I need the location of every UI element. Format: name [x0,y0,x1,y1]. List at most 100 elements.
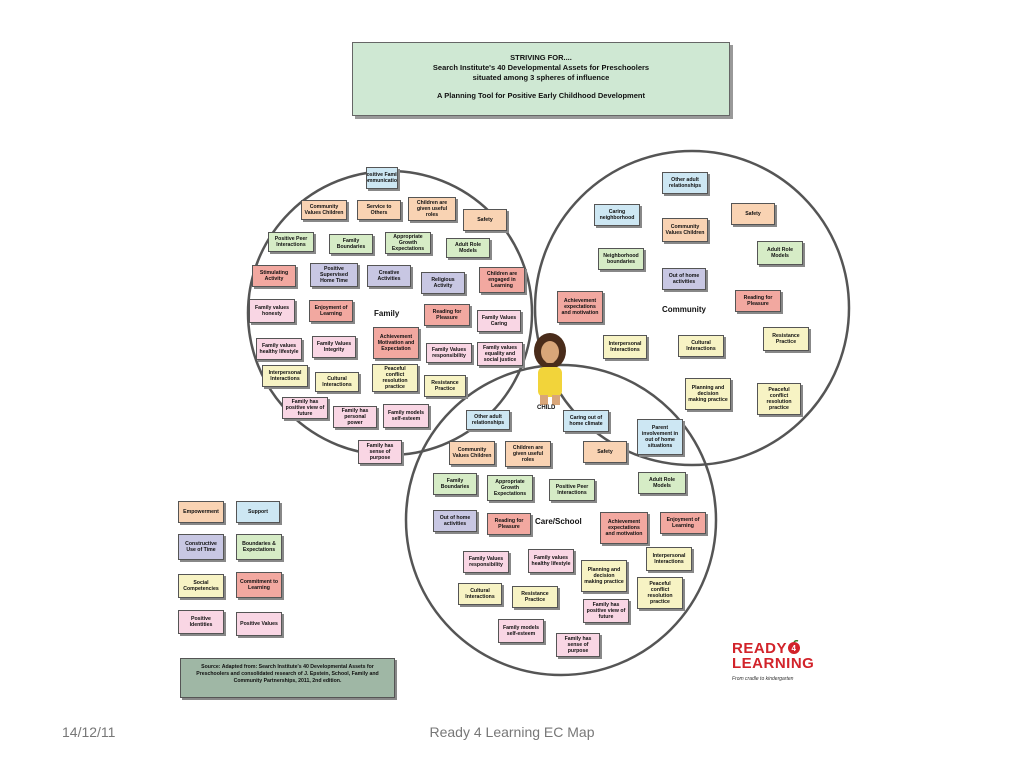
title-line-1: STRIVING FOR.... [510,53,572,62]
legend-asset-box: Boundaries & Expectations [236,534,282,560]
title-line-3: situated among 3 spheres of influence [472,73,610,82]
family-asset-box: Family models self-esteem [383,404,429,428]
family-asset-box: Peaceful conflict resolution practice [372,364,418,392]
care-school-asset-box: Family has positive view of future [583,599,629,623]
title-line-4: A Planning Tool for Positive Early Child… [437,91,645,100]
family-asset-box: Positive Supervised Home Time [310,263,358,287]
legend-asset-box: Commitment to Learning [236,572,282,598]
community-asset-box: Safety [731,203,775,225]
family-asset-box: Service to Others [357,200,401,220]
community-asset-box: Cultural Interactions [678,335,724,357]
community-asset-box: Peaceful conflict resolution practice [757,383,801,415]
care-school-asset-box: Positive Peer Interactions [549,479,595,501]
care-school-asset-box: Children are given useful roles [505,441,551,467]
care-school-asset-box: Interpersonal Interactions [646,547,692,571]
care-school-asset-box: Community Values Children [449,441,495,465]
care-school-asset-box: Cultural Interactions [458,583,502,605]
family-asset-box: Stimulating Activity [252,265,296,287]
care-school-asset-box: Reading for Pleasure [487,513,531,535]
family-asset-box: Family has positive view of future [282,397,328,419]
community-asset-box: Interpersonal Interactions [603,335,647,359]
apple-4-icon: 4 [788,640,800,654]
care-school-asset-box: Out of home activities [433,510,477,532]
family-asset-box: Family Values responsibility [426,343,472,363]
family-asset-box: Family values honesty [249,299,295,323]
family-asset-box: Children are given useful roles [408,197,456,221]
family-asset-box: Community Values Children [301,200,347,220]
care-school-asset-box: Appropriate Growth Expectations [487,475,533,501]
care-school-asset-box: Achievement expectations and motivation [600,512,648,544]
legend-asset-box: Positive Values [236,612,282,636]
source-note: Source: Adapted from: Search Institute's… [180,658,395,698]
family-asset-box: Adult Role Models [446,238,490,258]
community-asset-box: Adult Role Models [757,241,803,265]
family-asset-box: Family values healthy lifestyle [256,338,302,360]
family-asset-box: Enjoyment of Learning [309,300,353,322]
care-school-asset-box: Family Values responsibility [463,551,509,573]
family-asset-box: Children are engaged in Learning [479,267,525,293]
care-school-asset-box: Adult Role Models [638,472,686,494]
community-asset-box: Caring neighborhood [594,204,640,226]
title-line-2: Search Institute's 40 Developmental Asse… [432,63,650,72]
community-label: Community [662,305,706,314]
community-asset-box: Achievement expectations and motivation [557,291,603,323]
community-asset-box: Community Values Children [662,218,708,242]
care-school-asset-box: Family models self-esteem [498,619,544,643]
family-asset-box: Interpersonal Interactions [262,365,308,387]
care-school-asset-box: Enjoyment of Learning [660,512,706,534]
care-school-label: Care/School [535,517,582,526]
family-asset-box: Achievement Motivation and Expectation [373,327,419,359]
family-asset-box: Cultural Interactions [315,372,359,392]
care-school-asset-box: Parent involvement in out of home situat… [637,419,683,455]
logo-tagline: From cradle to kindergarten [732,676,794,682]
community-sphere [533,149,851,467]
logo-learning-text: LEARNING [732,655,815,672]
care-school-asset-box: Family Boundaries [433,473,477,495]
family-asset-box: Family values equality and social justic… [477,342,523,366]
community-asset-box: Other adult relationships [662,172,708,194]
care-school-sphere [404,363,718,677]
svg-text:4: 4 [792,644,797,653]
community-asset-box: Resistance Practice [763,327,809,351]
care-school-asset-box: Planning and decision making practice [581,560,627,592]
family-asset-box: Family has sense of purpose [358,440,402,464]
family-asset-box: Family Values Integrity [312,336,356,358]
family-label: Family [374,309,400,318]
family-asset-box: Appropriate Growth Expectations [385,232,431,254]
family-asset-box: Reading for Pleasure [424,304,470,326]
family-asset-box: Creative Activities [367,265,411,287]
legend-asset-box: Support [236,501,280,523]
title-box: STRIVING FOR.... Search Institute's 40 D… [352,42,730,116]
care-school-asset-box: Family values healthy lifestyle [528,549,574,573]
family-asset-box: Family Boundaries [329,234,373,254]
care-school-asset-box: Family has sense of purpose [556,633,600,657]
legend-asset-box: Social Competencies [178,574,224,598]
footer-date: 14/12/11 [62,724,116,740]
ready4learning-logo: READY 4 LEARNING From cradle to kinderga… [732,640,818,690]
child-label: CHILD [537,405,556,411]
care-school-asset-box: Safety [583,441,627,463]
family-asset-box: Religious Activity [421,272,465,294]
care-school-asset-box: Caring out of home climate [563,410,609,432]
family-asset-box: Family Values Caring [477,310,521,332]
legend-asset-box: Empowerment [178,501,224,523]
legend-asset-box: Positive Identities [178,610,224,634]
logo-ready-text: READY [732,640,788,657]
child-photo [534,333,566,405]
community-asset-box: Planning and decision making practice [685,378,731,410]
care-school-asset-box: Peaceful conflict resolution practice [637,577,683,609]
family-asset-box: Positive Peer Interactions [268,232,314,252]
care-school-asset-box: Resistance Practice [512,586,558,608]
community-asset-box: Reading for Pleasure [735,290,781,312]
family-asset-box: Safety [463,209,507,231]
family-asset-box: Positive Family Communications [366,167,398,189]
legend-asset-box: Constructive Use of Time [178,534,224,560]
family-asset-box: Resistance Practice [424,375,466,397]
footer-title: Ready 4 Learning EC Map [429,724,595,740]
community-asset-box: Out of home activities [662,268,706,290]
community-asset-box: Neighborhood boundaries [598,248,644,270]
care-school-asset-box: Other adult relationships [466,410,510,430]
family-asset-box: Family has personal power [333,406,377,428]
